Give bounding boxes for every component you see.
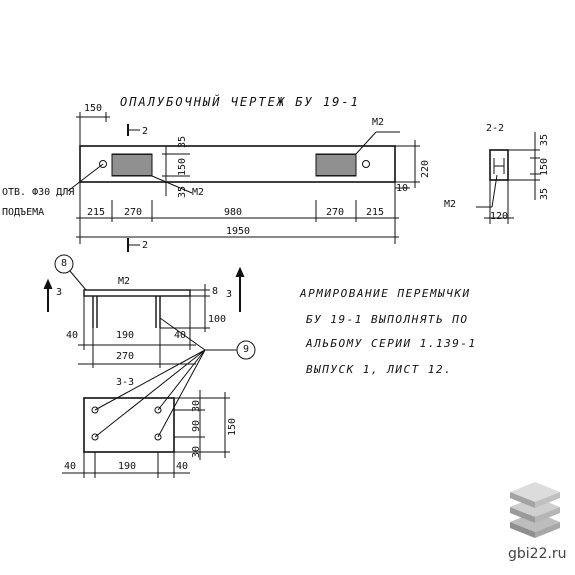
section-2-2-title: 2-2 [486,123,505,134]
dim-height-220: 220 [420,159,431,178]
watermark-site: gbi22.ru [508,546,567,562]
dim-bottom-270-right: 270 [326,207,345,218]
hole-note-line1: ОТВ. Ф30 ДЛЯ [2,187,75,198]
note-line-4: ВЫПУСК 1, ЛИСТ 12. [306,363,453,376]
beam-elevation [67,112,420,252]
embed-dim-8: 8 [212,286,219,297]
dim-slot-bot-35: 35 [177,185,188,198]
dim-total-1950: 1950 [226,226,251,237]
drawing-title: ОПАЛУБОЧНЫЙ ЧЕРТЕЖ БУ 19-1 [120,95,360,109]
bubble-8-label: 8 [61,258,68,269]
dim-bottom-215-right: 215 [366,207,385,218]
sec33-dim-90: 90 [191,419,202,432]
sec33-dim-40-right: 40 [176,461,189,472]
embed-dim-270: 270 [116,351,135,362]
note-line-3: АЛЬБОМУ СЕРИИ 1.139-1 [306,337,477,350]
sec22-embed-label: М2 [444,199,457,210]
sec33-dim-150: 150 [227,417,238,436]
dim-bottom-215-left: 215 [87,207,106,218]
section-mark-2-top: 2 [142,126,149,137]
sec33-dim-40-left: 40 [64,461,77,472]
dim-slot-top-35: 35 [177,135,188,148]
sec33-dim-30-bot: 30 [191,445,202,458]
lifting-hole-left [99,160,107,168]
embed-label-m2-left: М2 [192,187,205,198]
embed-dim-40-right: 40 [174,330,187,341]
dim-bottom-980: 980 [224,207,243,218]
embed-dim-40-left: 40 [66,330,79,341]
sec33-dim-190: 190 [118,461,137,472]
dim-offset-10: 10 [396,183,409,194]
logo-icon [510,482,560,538]
sec22-dim-120: 120 [490,211,509,222]
sec22-dim-35-bot: 35 [539,187,550,200]
dim-slot-150: 150 [177,157,188,176]
section-mark-3-left: 3 [56,287,63,298]
sec22-dim-150: 150 [539,157,550,176]
embed-m2-drawing [43,254,256,438]
position-bubble-8 [54,254,74,274]
bubble-9-label: 9 [243,344,250,355]
dim-bottom-270-left: 270 [124,207,143,218]
note-line-1: АРМИРОВАНИЕ ПЕРЕМЫЧКИ [300,287,471,300]
embed-plate-left [111,153,153,177]
sec22-dim-35-top: 35 [539,133,550,146]
lifting-hole-right [362,160,370,168]
section-mark-3-right: 3 [226,289,233,300]
section-2-2-drawing [476,132,540,224]
note-line-2: БУ 19-1 ВЫПОЛНЯТЬ ПО [306,313,469,326]
section-3-3-drawing [62,390,230,478]
embed-dim-100: 100 [208,314,227,325]
embed-m2-title: М2 [118,276,131,287]
dim-end-150: 150 [84,103,103,114]
hole-note-line2: ПОДЪЕМА [2,207,45,218]
embed-label-m2-right: М2 [372,117,385,128]
section-3-3-title: 3-3 [116,377,135,388]
sec33-dim-30-top: 30 [191,399,202,412]
section-mark-2-bottom: 2 [142,240,149,251]
embed-dim-190: 190 [116,330,135,341]
embed-plate-right [315,153,357,177]
